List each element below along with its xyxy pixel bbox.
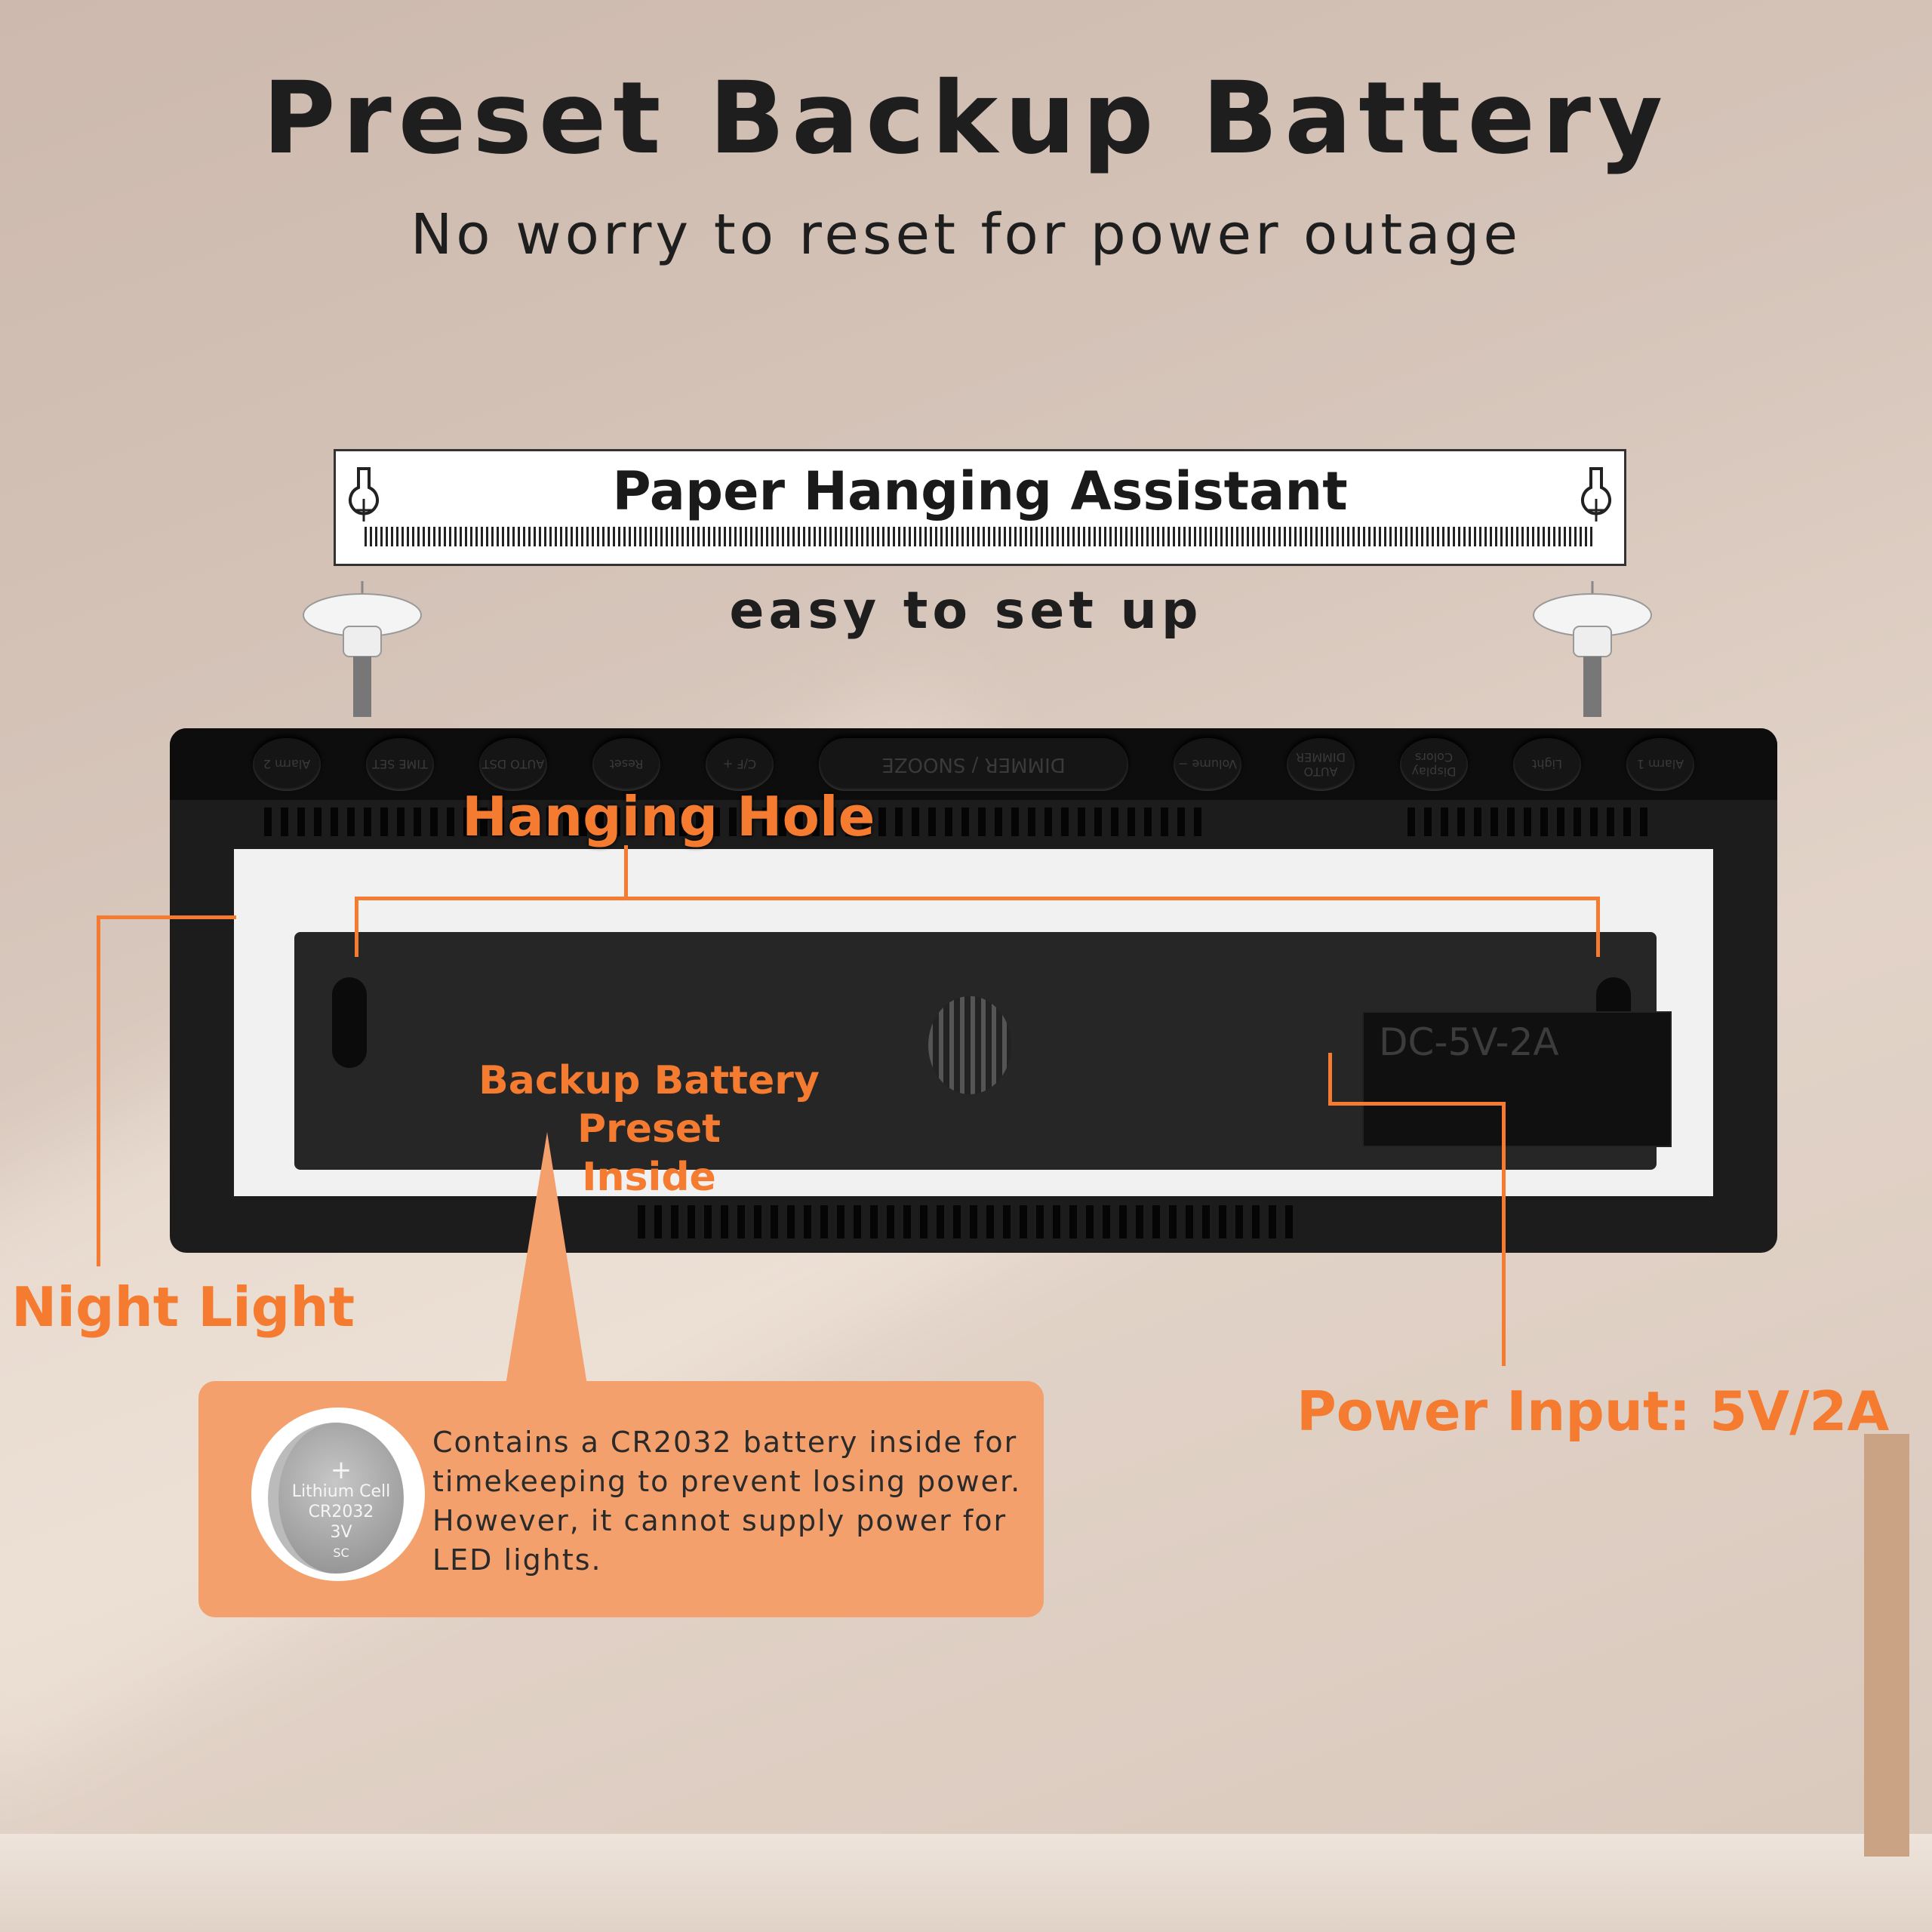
dc-jack-area: DC-5V-2A: [1362, 1011, 1672, 1147]
leader-line: [355, 897, 1600, 900]
hanging-hole-label: Hanging Hole: [462, 785, 875, 848]
callout-pointer: [506, 1132, 587, 1385]
battery-text: CR2032: [308, 1503, 374, 1521]
auto-dst-button[interactable]: AUTO DST: [479, 737, 547, 791]
cr2032-battery: + Lithium Cell CR2032 3V SC: [268, 1423, 404, 1574]
strip-caption: easy to set up: [729, 581, 1203, 641]
time-set-button[interactable]: TIME SET: [366, 737, 434, 791]
reset-button[interactable]: Reset: [592, 737, 660, 791]
battery-callout: + Lithium Cell CR2032 3V SC Contains a C…: [198, 1381, 1044, 1617]
button-bar: Alarm 2 TIME SET AUTO DST Reset C/F + DI…: [170, 728, 1777, 800]
clock-back: Alarm 2 TIME SET AUTO DST Reset C/F + DI…: [170, 728, 1777, 1253]
backup-line-2: Inside: [582, 1155, 716, 1200]
back-plate: DC-5V-2A: [294, 932, 1672, 1170]
keyhole-icon: [1581, 467, 1611, 521]
leader-line: [624, 845, 628, 898]
battery-text: Lithium Cell: [291, 1482, 391, 1501]
leader-line: [1502, 1102, 1506, 1366]
page-title: Preset Backup Battery: [262, 60, 1670, 177]
leader-line: [1596, 897, 1600, 957]
display-colors-button[interactable]: Display Colors: [1400, 737, 1468, 791]
speaker-grille: [928, 996, 1011, 1094]
keyhole-icon: [349, 467, 379, 521]
vent: [638, 1205, 1302, 1238]
leader-line: [355, 897, 358, 957]
vent: [1407, 808, 1657, 836]
backup-line-1: Backup Battery Preset: [478, 1058, 820, 1152]
battery-text: 3V: [330, 1523, 352, 1542]
paper-hanging-strip: Paper Hanging Assistant: [334, 449, 1626, 566]
light-button[interactable]: Light: [1513, 737, 1581, 791]
ruler-marks: [365, 527, 1595, 546]
cf-plus-button[interactable]: C/F +: [706, 737, 774, 791]
strip-title: Paper Hanging Assistant: [612, 460, 1348, 522]
page-subtitle: No worry to reset for power outage: [410, 202, 1522, 267]
power-input-label: Power Input: 5V/2A: [1297, 1380, 1890, 1443]
leader-line: [97, 915, 100, 1266]
leader-line: [97, 915, 236, 919]
leader-line: [1328, 1053, 1332, 1106]
alarm-1-button[interactable]: Alarm 1: [1626, 737, 1694, 791]
wooden-shelf: [1864, 1434, 1909, 1857]
callout-text: Contains a CR2032 battery inside for tim…: [432, 1426, 1022, 1577]
dc-label: DC-5V-2A: [1379, 1020, 1559, 1064]
leader-line: [1328, 1102, 1506, 1106]
wall-anchor-icon: [303, 581, 422, 717]
wall-anchor-icon: [1533, 581, 1652, 717]
battery-text: SC: [333, 1546, 349, 1560]
volume-button[interactable]: Volume −: [1174, 737, 1241, 791]
night-light-label: Night Light: [11, 1275, 355, 1339]
vent: [264, 808, 1208, 836]
hanging-hole: [332, 977, 367, 1068]
sofa: [0, 1834, 1932, 1932]
dimmer-snooze-button[interactable]: DIMMER / SNOOZE: [819, 737, 1128, 791]
plus-icon: +: [330, 1455, 352, 1485]
battery-image: + Lithium Cell CR2032 3V SC: [251, 1407, 425, 1581]
auto-dimmer-button[interactable]: AUTO DIMMER: [1287, 737, 1355, 791]
alarm-2-button[interactable]: Alarm 2: [253, 737, 321, 791]
